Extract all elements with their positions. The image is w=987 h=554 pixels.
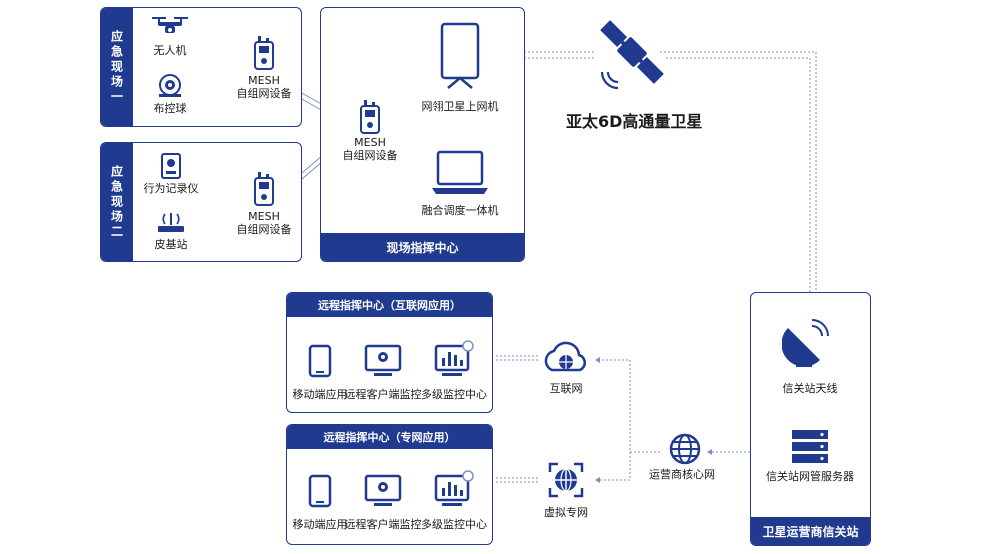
- remote-internet-panel: 远程指挥中心（互联网应用）: [286, 292, 493, 413]
- laptop-icon: [432, 150, 488, 194]
- phone-icon: [308, 474, 332, 508]
- remote-private-multi-label: 多级监控中心: [421, 518, 487, 531]
- remote-private-title: 远程指挥中心（专网应用）: [287, 425, 492, 449]
- monitor-icon: [364, 474, 402, 506]
- globe-icon: [669, 433, 701, 465]
- cloud-icon: [544, 341, 586, 372]
- dome-camera-icon: [159, 74, 181, 97]
- dish-antenna-icon: [782, 319, 829, 367]
- scene-two-side-label: 应急现场二: [101, 143, 133, 261]
- mesh-radio-icon: [254, 172, 274, 206]
- recorder-label: 行为记录仪: [143, 182, 199, 195]
- server-icon: [792, 430, 828, 463]
- remote-internet-mobile-label: 移动端应用: [292, 388, 348, 401]
- remote-internet-title: 远程指挥中心（互联网应用）: [287, 293, 492, 317]
- dome-camera-label: 布控球: [153, 102, 187, 115]
- gateway-title: 卫星运营商信关站: [751, 517, 870, 545]
- remote-private-mobile-label: 移动端应用: [292, 518, 348, 531]
- satellite-panel-icon: [440, 22, 480, 89]
- remote-internet-client-label: 远程客户端监控: [344, 388, 422, 401]
- dashboard-icon: [434, 470, 474, 506]
- drone-label: 无人机: [153, 44, 187, 57]
- remote-internet-multi-label: 多级监控中心: [421, 388, 487, 401]
- gateway-panel: 卫星运营商信关站: [750, 292, 871, 546]
- scene-one-side-label: 应急现场一: [101, 8, 133, 126]
- dispatch-machine-label: 融合调度一体机: [421, 204, 499, 217]
- satellite-terminal-label: 网翎卫星上网机: [421, 100, 499, 113]
- phone-icon: [308, 344, 332, 378]
- monitor-icon: [364, 344, 402, 376]
- base-station-label: 皮基站: [154, 238, 188, 251]
- core-network-label: 运营商核心网: [649, 468, 715, 481]
- scene-one-panel: 应急现场一: [100, 7, 302, 127]
- command-center-title: 现场指挥中心: [321, 233, 524, 261]
- vpn-icon: [548, 462, 584, 498]
- dashboard-icon: [434, 340, 474, 376]
- remote-private-panel: 远程指挥中心（专网应用）: [286, 424, 493, 545]
- gateway-antenna-label: 信关站天线: [782, 382, 838, 395]
- internet-label: 互联网: [549, 382, 583, 395]
- remote-private-client-label: 远程客户端监控: [344, 518, 422, 531]
- satellite-icon: [600, 20, 664, 90]
- mesh-radio-icon: [254, 36, 274, 70]
- recorder-icon: [161, 153, 181, 179]
- vpn-label: 虚拟专网: [544, 506, 588, 519]
- command-center-panel: 现场指挥中心: [320, 7, 525, 262]
- satellite-name: 亚太6D高通量卫星: [566, 112, 703, 131]
- mesh-radio-icon: [360, 100, 380, 134]
- base-station-icon: [158, 213, 184, 232]
- drone-icon: [152, 17, 188, 33]
- gateway-server-label: 信关站网管服务器: [766, 470, 854, 483]
- scene-two-panel: 应急现场二: [100, 142, 302, 262]
